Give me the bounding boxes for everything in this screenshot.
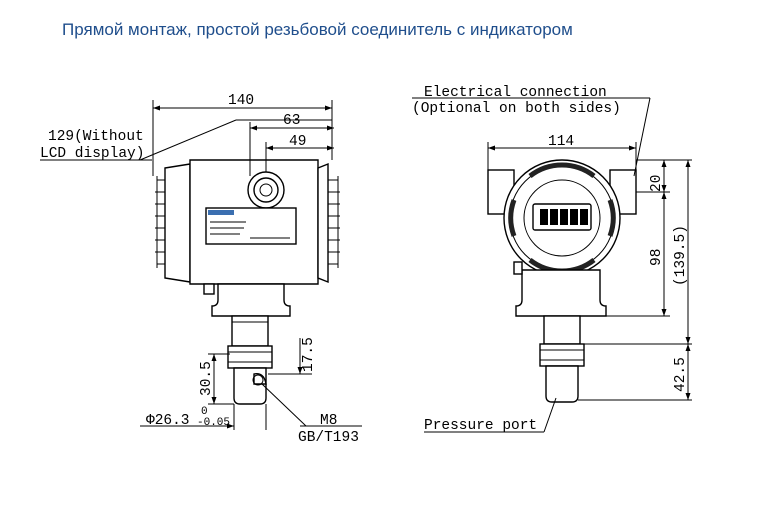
tolerance-lower: -0.05 [197,417,230,429]
side-view-transmitter [155,159,340,405]
dim-42-5: 42.5 [673,357,689,392]
dim-49: 49 [289,134,306,150]
dim-diameter: Φ26.3 [146,413,190,429]
page-title: Прямой монтаж, простой резьбовой соедини… [62,20,573,39]
electrical-connection-line2: (Optional on both sides) [412,101,621,117]
dim-without-lcd-line2: LCD display) [40,146,144,162]
dim-139-5: (139.5) [673,225,689,286]
electrical-connection-line1: Electrical connection [424,85,607,101]
side-view-dimensions: 140 129(Without LCD display) 63 49 30.5 [40,93,362,446]
dim-without-lcd-line1: 129(Without [48,129,144,145]
dim-63: 63 [283,113,300,129]
thread-m8: M8 [320,413,337,429]
front-view-transmitter [487,159,637,403]
dim-overall-width: 140 [228,93,254,109]
dim-20: 20 [649,175,665,192]
dim-17-5: 17.5 [301,337,317,372]
thread-standard: GB/T193 [298,430,359,446]
tolerance-upper: 0 [201,406,208,418]
dim-98: 98 [649,249,665,266]
front-view-dimensions: Electrical connection (Optional on both … [412,85,692,434]
dim-114: 114 [548,134,574,150]
pressure-port-label: Pressure port [424,418,537,434]
dim-30-5: 30.5 [199,361,215,396]
